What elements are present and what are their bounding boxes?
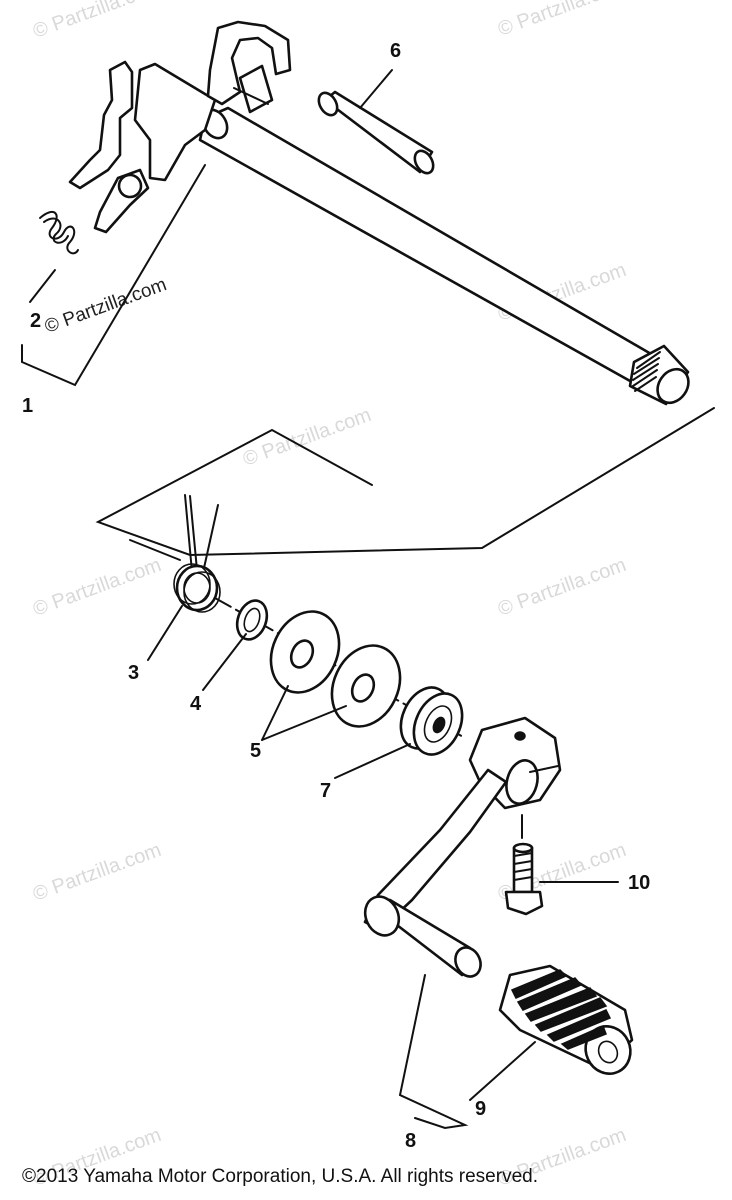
copyright-notice: ©2013 Yamaha Motor Corporation, U.S.A. A… (22, 1166, 538, 1187)
callout-5: 5 (250, 740, 262, 762)
callout-4: 4 (190, 693, 202, 715)
shift-shaft (68, 20, 690, 406)
bushing-part7 (399, 686, 464, 756)
callout-10: 10 (628, 872, 651, 894)
spring-part3 (173, 494, 221, 613)
callout-8: 8 (405, 1130, 417, 1152)
callout-9: 9 (475, 1098, 487, 1120)
leader-bracket-8-9 (398, 974, 469, 1130)
pedal-rubber-part9 (469, 964, 634, 1101)
callout-6: 6 (390, 40, 402, 62)
callout-3: 3 (128, 662, 140, 684)
circlip-part4 (235, 599, 269, 641)
bolt-part10 (504, 814, 619, 916)
leader-lines-top (21, 69, 393, 387)
pin-part6 (317, 90, 435, 175)
leader-lines-middle (147, 605, 411, 779)
shift-pedal-part8 (363, 716, 562, 978)
callout-2: 2 (30, 310, 42, 332)
washers-part5 (269, 610, 402, 728)
callout-7: 7 (320, 780, 332, 802)
callout-1: 1 (22, 395, 34, 417)
assembly-outline (95, 407, 715, 561)
spring-part2 (39, 211, 79, 255)
